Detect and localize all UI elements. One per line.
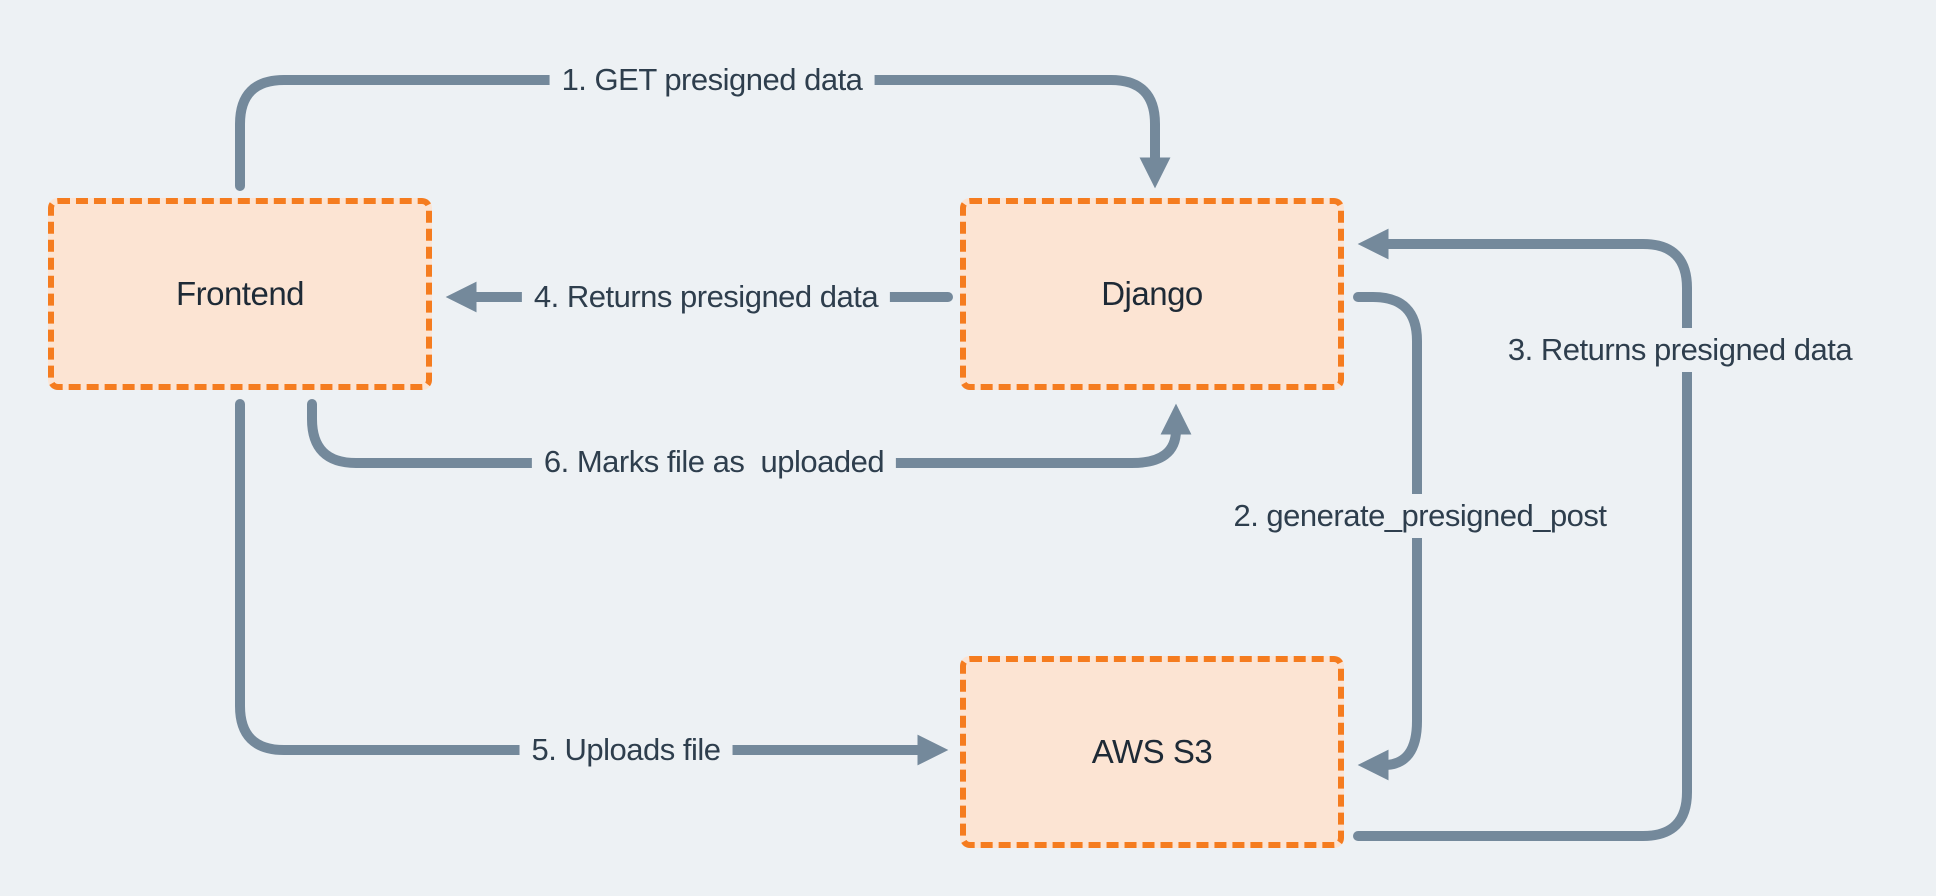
node-frontend-label: Frontend — [175, 275, 305, 312]
edge-6-marks-file-uploaded — [307, 399, 1192, 468]
edge-label-6-marks-file-uploaded: 6. Marks file as uploaded — [531, 440, 897, 484]
edge-5-uploads-file — [235, 399, 949, 766]
edge-label-4-returns-presigned-data: 4. Returns presigned data — [521, 275, 891, 319]
edge-label-1-get-presigned-data: 1. GET presigned data — [549, 58, 875, 102]
edge-label-5-uploads-file: 5. Uploads file — [519, 728, 733, 772]
node-aws-s3-label: AWS S3 — [1091, 733, 1213, 770]
node-frontend: Frontend — [48, 198, 432, 390]
node-aws-s3: AWS S3 — [960, 656, 1344, 848]
edge-label-3-returns-presigned-data: 3. Returns presigned data — [1495, 328, 1865, 372]
edge-label-2-generate-presigned-post: 2. generate_presigned_post — [1221, 494, 1619, 538]
node-django-label: Django — [1101, 275, 1203, 312]
edge-3-returns-presigned-data — [1353, 228, 1692, 841]
node-django: Django — [960, 198, 1344, 390]
edge-2-generate-presigned-post — [1353, 292, 1422, 781]
